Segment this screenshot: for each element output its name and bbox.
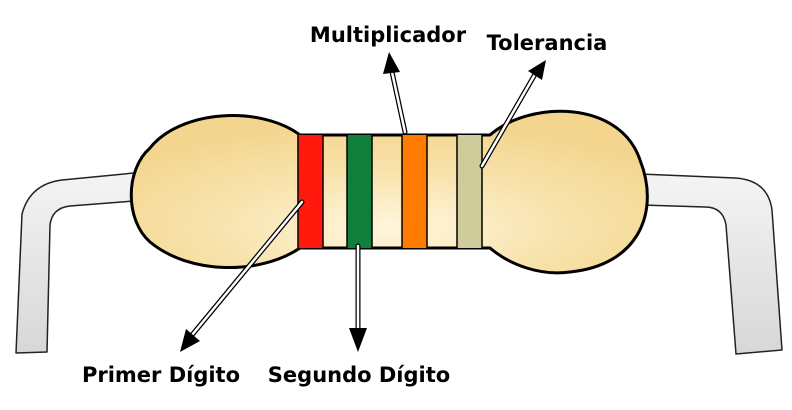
left-lead (15, 172, 135, 354)
arrow-tolerance (479, 60, 546, 169)
band-first-digit (297, 130, 324, 250)
arrow-multiplier (383, 52, 408, 135)
right-lead (639, 173, 783, 355)
label-first-digit: Primer Dígito (82, 363, 240, 387)
label-second-digit: Segundo Dígito (268, 363, 450, 387)
arrow-first-digit (180, 199, 305, 352)
label-tolerance: Tolerancia (487, 31, 608, 55)
label-multiplier: Multiplicador (310, 23, 467, 47)
band-multiplier (401, 130, 428, 250)
band-tolerance (456, 130, 483, 250)
resistor-body (129, 109, 649, 275)
band-second-digit (346, 130, 373, 250)
arrow-second-digit (349, 243, 367, 352)
